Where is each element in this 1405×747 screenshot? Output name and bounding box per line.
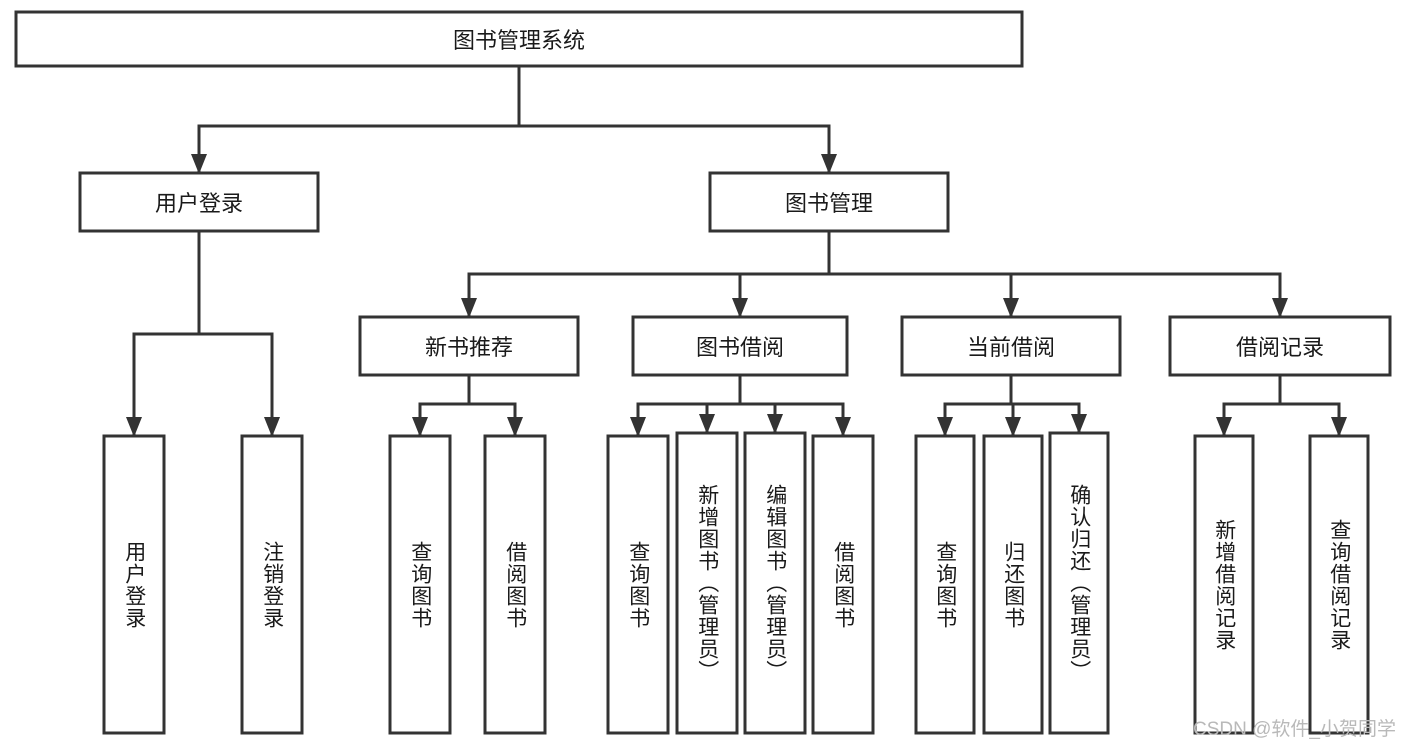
node-leaf-user-login[interactable] [102, 434, 166, 735]
arrow-head-icon [767, 414, 783, 434]
node-box-leaf-rec-add [1193, 434, 1255, 735]
node-box-book-borrow [631, 315, 849, 377]
node-leaf-rec-query[interactable] [388, 434, 452, 735]
node-box-leaf-cur-query [914, 434, 976, 735]
node-box-root [14, 10, 1024, 68]
arrow-head-icon [1071, 414, 1087, 434]
node-box-user-login [78, 171, 320, 233]
arrow-head-icon [630, 417, 646, 437]
node-leaf-rec-borrow[interactable] [483, 434, 547, 735]
node-box-leaf-rec-borrow [483, 434, 547, 735]
arrow-head-icon [732, 298, 748, 318]
node-leaf-user-logout[interactable] [240, 434, 304, 735]
node-new-book-rec[interactable] [358, 315, 580, 377]
arrow-head-icon [821, 154, 837, 174]
arrow-head-icon [699, 414, 715, 434]
node-leaf-borrow-do[interactable] [811, 434, 875, 735]
node-box-current-borrow [900, 315, 1122, 377]
node-leaf-cur-return[interactable] [982, 434, 1044, 735]
arrow-head-icon [412, 417, 428, 437]
node-box-leaf-user-logout [240, 434, 304, 735]
node-book-manage[interactable] [708, 171, 950, 233]
node-leaf-cur-query[interactable] [914, 434, 976, 735]
arrow-head-icon [937, 417, 953, 437]
node-box-leaf-user-login [102, 434, 166, 735]
arrow-head-icon [1005, 417, 1021, 437]
node-box-leaf-borrow-add [675, 431, 739, 735]
node-box-leaf-borrow-do [811, 434, 875, 735]
node-leaf-borrow-query[interactable] [606, 434, 670, 735]
node-box-borrow-record [1168, 315, 1392, 377]
arrow-head-icon [264, 417, 280, 437]
arrow-head-icon [126, 417, 142, 437]
arrow-head-icon [461, 298, 477, 318]
arrow-head-icon [1331, 417, 1347, 437]
arrow-head-icon [1003, 298, 1019, 318]
node-leaf-rec-search[interactable] [1308, 434, 1370, 735]
arrow-head-icon [1272, 298, 1288, 318]
node-user-login[interactable] [78, 171, 320, 233]
node-leaf-borrow-edit[interactable] [743, 431, 807, 735]
arrow-head-icon [1216, 417, 1232, 437]
node-box-leaf-rec-query [388, 434, 452, 735]
node-leaf-borrow-add[interactable] [675, 431, 739, 735]
node-box-layer [14, 10, 1392, 735]
node-leaf-rec-add[interactable] [1193, 434, 1255, 735]
node-box-leaf-borrow-query [606, 434, 670, 735]
node-box-leaf-cur-confirm [1048, 431, 1110, 735]
node-book-borrow[interactable] [631, 315, 849, 377]
node-current-borrow[interactable] [900, 315, 1122, 377]
node-box-leaf-rec-search [1308, 434, 1370, 735]
node-root[interactable] [14, 10, 1024, 68]
node-box-leaf-cur-return [982, 434, 1044, 735]
node-box-new-book-rec [358, 315, 580, 377]
node-box-book-manage [708, 171, 950, 233]
connector-layer [126, 64, 1347, 437]
node-box-leaf-borrow-edit [743, 431, 807, 735]
arrow-head-icon [507, 417, 523, 437]
node-borrow-record[interactable] [1168, 315, 1392, 377]
arrow-head-icon [835, 417, 851, 437]
arrow-head-icon [191, 154, 207, 174]
node-leaf-cur-confirm[interactable] [1048, 431, 1110, 735]
